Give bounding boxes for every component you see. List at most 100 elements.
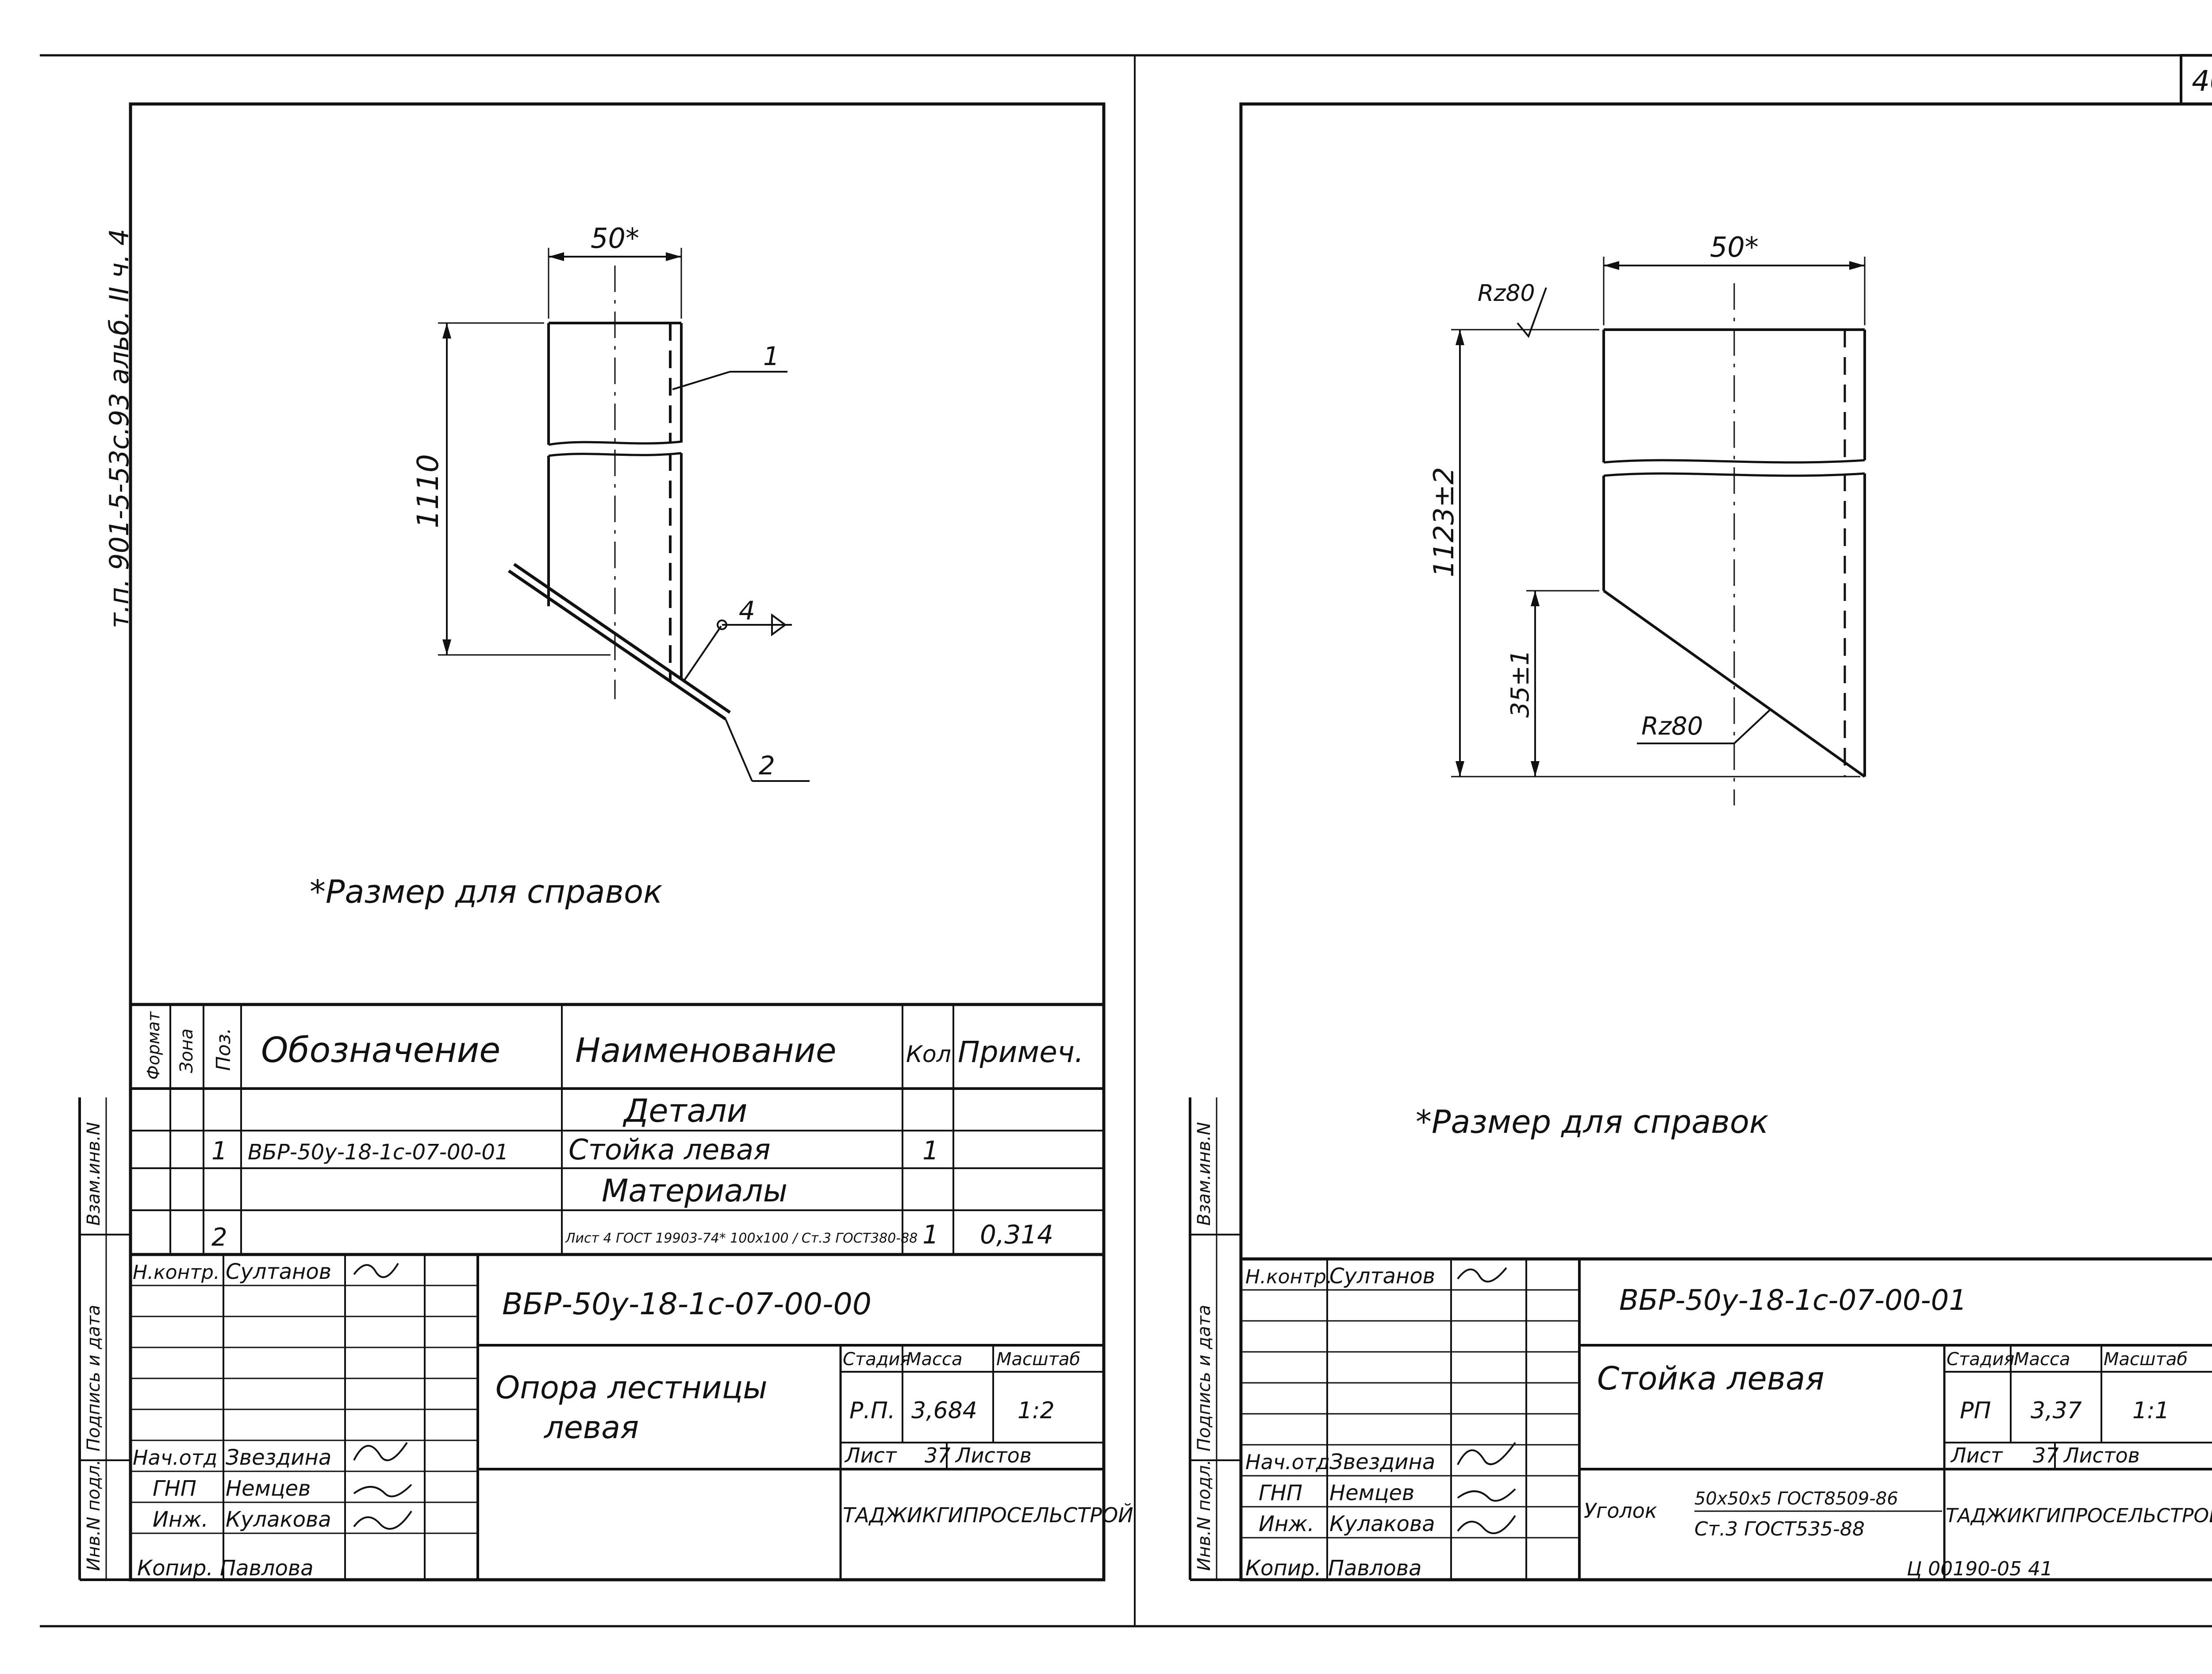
left-frame (129, 102, 1106, 1582)
left-side-label-2: Инв.N подл. (84, 1459, 104, 1571)
left-sheet: 50* 1110 1 4 2 *Размер для справок (129, 102, 1133, 1582)
right-stage-label: Стадия (1947, 1349, 2014, 1370)
right-sheets-label: Листов (2063, 1443, 2140, 1467)
left-title-name-1: Опора лестницы (495, 1370, 768, 1406)
left-person-0: Султанов (226, 1259, 331, 1284)
leader-weld-4: 4 (739, 596, 755, 626)
right-scale: 1:1 (2132, 1397, 2170, 1424)
left-person-3: Кулакова (226, 1507, 331, 1532)
right-mass-label: Масса (2014, 1349, 2070, 1370)
left-mass: 3,684 (911, 1397, 977, 1424)
left-role-3: Инж. (153, 1507, 208, 1532)
left-role-1: Нач.отд (133, 1446, 217, 1470)
right-copy: Копир. Павлова (1245, 1556, 1422, 1581)
right-side-label-1: Подпись и дата (1194, 1305, 1214, 1451)
right-scale-label: Масштаб (2104, 1349, 2188, 1370)
hdr-note: Примеч. (958, 1035, 1084, 1069)
left-spec-table (131, 1003, 1104, 1256)
left-note: *Размер для справок (310, 873, 662, 910)
right-role-3: Инж. (1259, 1512, 1314, 1536)
hdr-qty: Кол (906, 1041, 951, 1068)
right-sheet-num: 37 (2033, 1443, 2059, 1467)
left-stage-label: Стадия (843, 1349, 910, 1370)
r-signature-3 (1457, 1515, 1516, 1534)
spec-row-3-qty: 1 (922, 1220, 939, 1250)
r-signature-0 (1457, 1267, 1507, 1283)
left-role-0: Н.контр. (133, 1261, 220, 1284)
right-offset-label: 35±1 (1506, 650, 1535, 718)
hdr-format: Формат (144, 1011, 163, 1080)
right-sheet-label: Лист (1950, 1443, 2003, 1467)
right-stage: РП (1960, 1397, 1991, 1424)
left-height-label: 1110 (411, 454, 445, 528)
left-title-name-2: левая (543, 1409, 639, 1446)
right-person-1: Звездина (1329, 1450, 1435, 1474)
right-rough-cut: Rz80 (1641, 712, 1703, 741)
left-scale: 1:2 (1018, 1397, 1055, 1424)
left-sheet-label: Лист (844, 1443, 897, 1467)
left-stage: Р.П. (849, 1397, 895, 1424)
r-signature-2 (1457, 1488, 1516, 1502)
leader-pos-1: 1 (763, 341, 780, 371)
r-signature-1 (1457, 1442, 1516, 1465)
left-copy: Копир. Павлова (137, 1556, 314, 1581)
left-mass-label: Масса (906, 1349, 963, 1370)
left-part-view (508, 266, 792, 720)
left-sheet-num: 37 (925, 1443, 951, 1467)
right-side-label-2: Инв.N подл. (1194, 1459, 1214, 1571)
right-person-2: Немцев (1329, 1481, 1414, 1505)
signature-0 (353, 1262, 399, 1278)
spec-row-1-pos: 1 (211, 1137, 227, 1166)
left-role-2: ГНП (153, 1476, 196, 1501)
right-title-code: ВБР-50у-18-1с-07-00-01 (1619, 1284, 1967, 1317)
right-title-block (1241, 1257, 2212, 1580)
right-role-0: Н.контр. (1245, 1266, 1333, 1288)
left-org: ТАДЖИКГИПРОСЕЛЬСТРОЙ (843, 1503, 1133, 1527)
spec-row-3-name: Лист 4 ГОСТ 19903-74* 100x100 / Ст.3 ГОС… (565, 1231, 918, 1246)
right-role-2: ГНП (1259, 1481, 1302, 1505)
left-scale-label: Масштаб (996, 1349, 1080, 1370)
right-org: ТАДЖИКГИПРОСЕЛЬСТРОЙ (1946, 1504, 2212, 1527)
left-side-label-1: Подпись и дата (84, 1305, 104, 1451)
right-frame (1239, 102, 2212, 1582)
spec-row-0-name: Детали (622, 1092, 747, 1129)
leader-pos-2: 2 (759, 750, 775, 781)
hdr-designation: Обозначение (261, 1031, 500, 1070)
spec-row-1-name: Стойка левая (568, 1134, 771, 1166)
right-part-view (1602, 283, 1866, 805)
right-material-label: Уголок (1584, 1499, 1657, 1523)
sheet-number: 40 (2192, 65, 2212, 98)
spec-row-1-designation: ВБР-50у-18-1с-07-00-01 (248, 1140, 508, 1165)
right-rough-top: Rz80 (1478, 280, 1535, 307)
right-note: *Размер для справок (1416, 1103, 1768, 1140)
spec-row-3-pos: 2 (211, 1223, 227, 1252)
signature-1 (353, 1442, 408, 1461)
right-role-1: Нач.отд (1245, 1450, 1330, 1474)
right-title-name: Стойка левая (1597, 1360, 1824, 1397)
right-sheet: 50* 1123±2 35±1 Rz80 Rz80 *Размер для сп… (1239, 102, 2212, 1582)
right-mass: 3,37 (2031, 1397, 2082, 1424)
spec-row-3-note: 0,314 (980, 1220, 1053, 1250)
signature-2 (353, 1484, 412, 1497)
right-archive: Ц 00190-05 41 (1907, 1558, 2053, 1580)
left-title-code: ВБР-50у-18-1с-07-00-00 (502, 1287, 872, 1322)
right-material-2: Ст.3 ГОСТ535-88 (1694, 1518, 1865, 1540)
hdr-name: Наименование (575, 1031, 837, 1070)
left-side-label-0: Взам.инв.N (84, 1122, 104, 1226)
right-material-1: 50x50x5 ГОСТ8509-86 (1694, 1489, 1898, 1509)
right-width-label: 50* (1710, 231, 1759, 263)
left-sheets-label: Листов (955, 1443, 1032, 1467)
hdr-zone: Зона (177, 1028, 197, 1073)
left-person-2: Немцев (226, 1476, 311, 1501)
spec-row-1-qty: 1 (922, 1135, 939, 1166)
left-title-block (131, 1255, 1104, 1580)
right-person-0: Султанов (1329, 1264, 1435, 1289)
right-height-label: 1123±2 (1428, 467, 1460, 577)
left-width-label: 50* (591, 222, 639, 254)
hdr-pos: Поз. (212, 1028, 235, 1071)
right-side-label-0: Взам.инв.N (1194, 1122, 1214, 1226)
spec-row-2-name: Материалы (602, 1173, 787, 1209)
signature-3 (353, 1510, 412, 1530)
left-person-1: Звездина (226, 1445, 331, 1470)
